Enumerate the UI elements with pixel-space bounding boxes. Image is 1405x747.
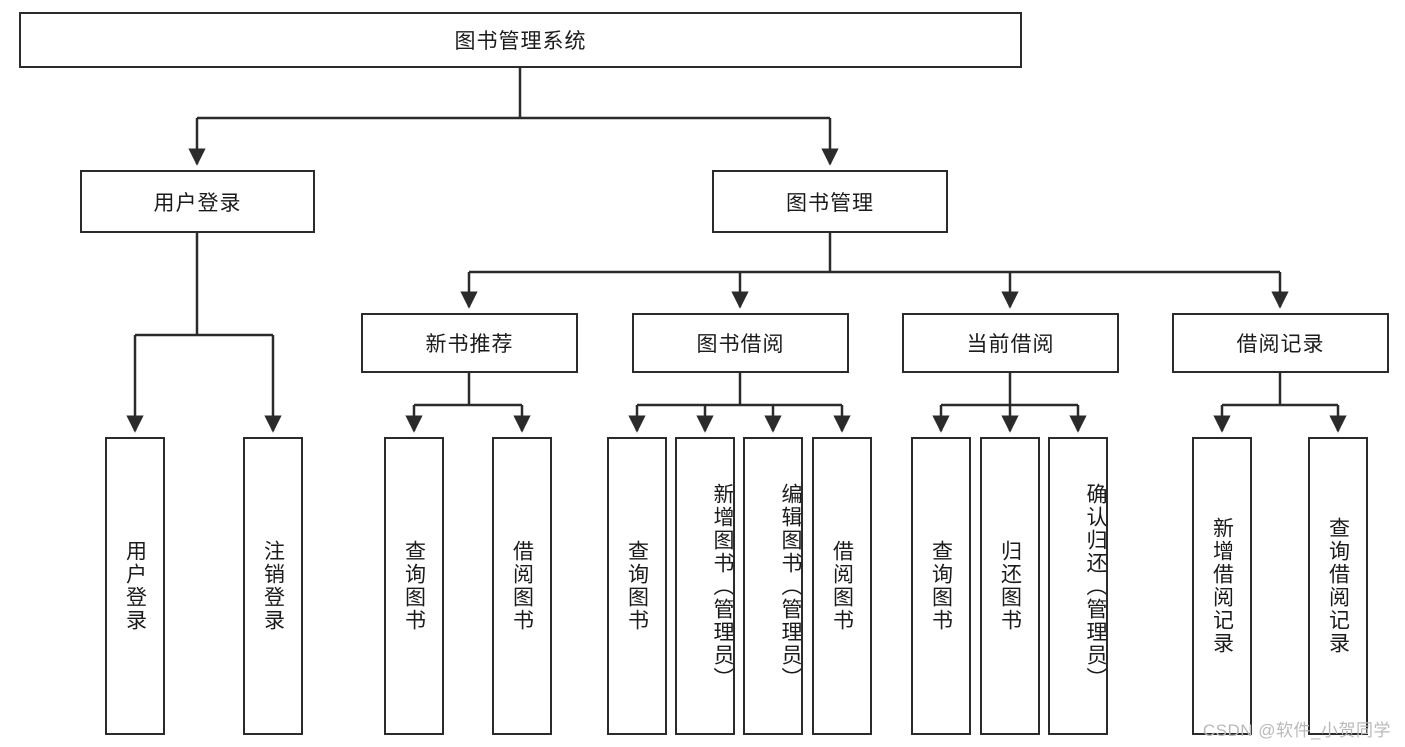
node-leaf-user-login-login[interactable]: 用户登录 [105, 437, 165, 735]
node-leaf-book-borrow-borrow[interactable]: 借阅图书 [812, 437, 872, 735]
node-current-borrow[interactable]: 当前借阅 [902, 313, 1119, 373]
node-label: 图书管理系统 [454, 30, 587, 53]
node-leaf-book-borrow-edit[interactable]: 编辑图书（管理员） [743, 437, 803, 735]
node-leaf-borrow-record-query[interactable]: 查询借阅记录 [1308, 437, 1368, 735]
node-label: 确认归还（管理员） [1084, 482, 1107, 690]
node-label: 借阅记录 [1236, 333, 1325, 356]
node-label: 新增借阅记录 [1210, 517, 1234, 655]
node-leaf-user-login-logout[interactable]: 注销登录 [243, 437, 303, 735]
node-label: 查询图书 [402, 540, 426, 632]
node-label: 用户登录 [153, 191, 242, 215]
node-label: 查询图书 [625, 540, 649, 632]
node-book-management[interactable]: 图书管理 [712, 170, 948, 233]
node-book-borrow[interactable]: 图书借阅 [632, 313, 849, 373]
node-leaf-current-borrow-return[interactable]: 归还图书 [980, 437, 1040, 735]
node-label: 借阅图书 [830, 540, 854, 632]
node-label: 查询借阅记录 [1326, 517, 1350, 655]
node-label: 注销登录 [261, 540, 285, 632]
node-leaf-new-book-borrow[interactable]: 借阅图书 [492, 437, 552, 735]
node-leaf-book-borrow-add[interactable]: 新增图书（管理员） [675, 437, 735, 735]
node-label: 编辑图书（管理员） [779, 482, 802, 690]
node-root-library-system[interactable]: 图书管理系统 [19, 12, 1022, 68]
node-label: 新书推荐 [425, 333, 514, 356]
node-leaf-current-borrow-query[interactable]: 查询图书 [911, 437, 971, 735]
node-label: 借阅图书 [510, 540, 534, 632]
node-label: 当前借阅 [966, 333, 1055, 356]
node-leaf-new-book-query[interactable]: 查询图书 [384, 437, 444, 735]
node-user-login[interactable]: 用户登录 [80, 170, 315, 233]
node-label: 查询图书 [929, 540, 953, 632]
node-label: 图书借阅 [696, 333, 785, 356]
node-new-book-recommend[interactable]: 新书推荐 [361, 313, 578, 373]
node-leaf-borrow-record-add[interactable]: 新增借阅记录 [1192, 437, 1252, 735]
node-leaf-book-borrow-query[interactable]: 查询图书 [607, 437, 667, 735]
node-label: 归还图书 [998, 540, 1022, 632]
node-leaf-current-borrow-confirm-return[interactable]: 确认归还（管理员） [1048, 437, 1108, 735]
node-borrow-record[interactable]: 借阅记录 [1172, 313, 1389, 373]
node-label: 图书管理 [786, 191, 874, 215]
node-label: 用户登录 [123, 540, 147, 632]
node-label: 新增图书（管理员） [711, 482, 734, 690]
watermark-text: CSDN @软件_小贺同学 [1202, 721, 1391, 740]
